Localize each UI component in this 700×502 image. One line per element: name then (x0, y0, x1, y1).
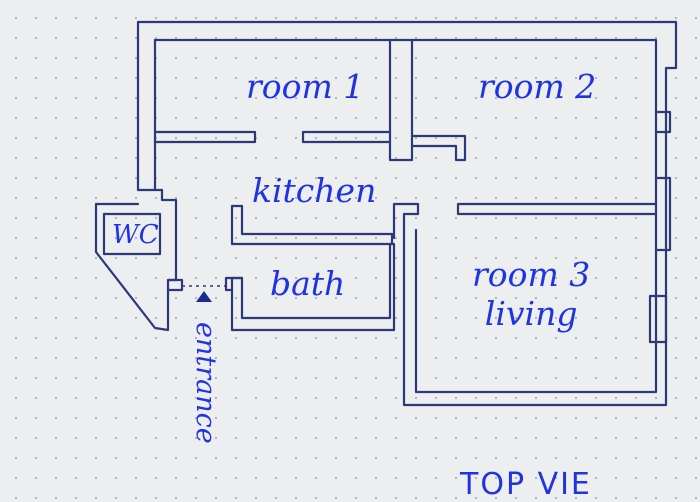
room2-bottom-stub (410, 134, 467, 162)
bath-wall (230, 242, 396, 332)
wc-post (166, 278, 184, 292)
kitchen-right-wall (392, 202, 420, 240)
room-3-name: room 3 (472, 255, 591, 294)
room-1-label: room 1 (246, 67, 365, 106)
partition-room1-room2 (388, 38, 414, 162)
room2-room3-wall (456, 202, 658, 216)
room1-bottom-wall-left (153, 130, 257, 144)
room-3-label: room 3 living (472, 255, 591, 334)
kitchen-label: kitchen (252, 171, 377, 210)
room-2-label: room 2 (478, 67, 597, 106)
entrance-label: entrance (190, 322, 221, 444)
triangle-arrow-icon (196, 291, 212, 302)
outer-wall-inner-line (153, 38, 658, 394)
window-ledge-room3 (648, 294, 668, 344)
room1-bottom-wall-right (301, 130, 392, 144)
window-ledge-room2 (654, 110, 672, 134)
wc-wall (94, 188, 178, 332)
bath-label: bath (270, 264, 346, 303)
outer-wall (136, 20, 678, 407)
kitchen-bath-wall (230, 204, 394, 246)
window-ledge-room3-top (654, 176, 672, 252)
wc-label: WC (112, 220, 159, 250)
corner-caption: TOP VIE (460, 467, 592, 502)
wc-inner-wall (102, 212, 162, 256)
room-3-use: living (484, 293, 578, 333)
left-wall (136, 20, 157, 192)
bath-door-post (224, 276, 244, 292)
